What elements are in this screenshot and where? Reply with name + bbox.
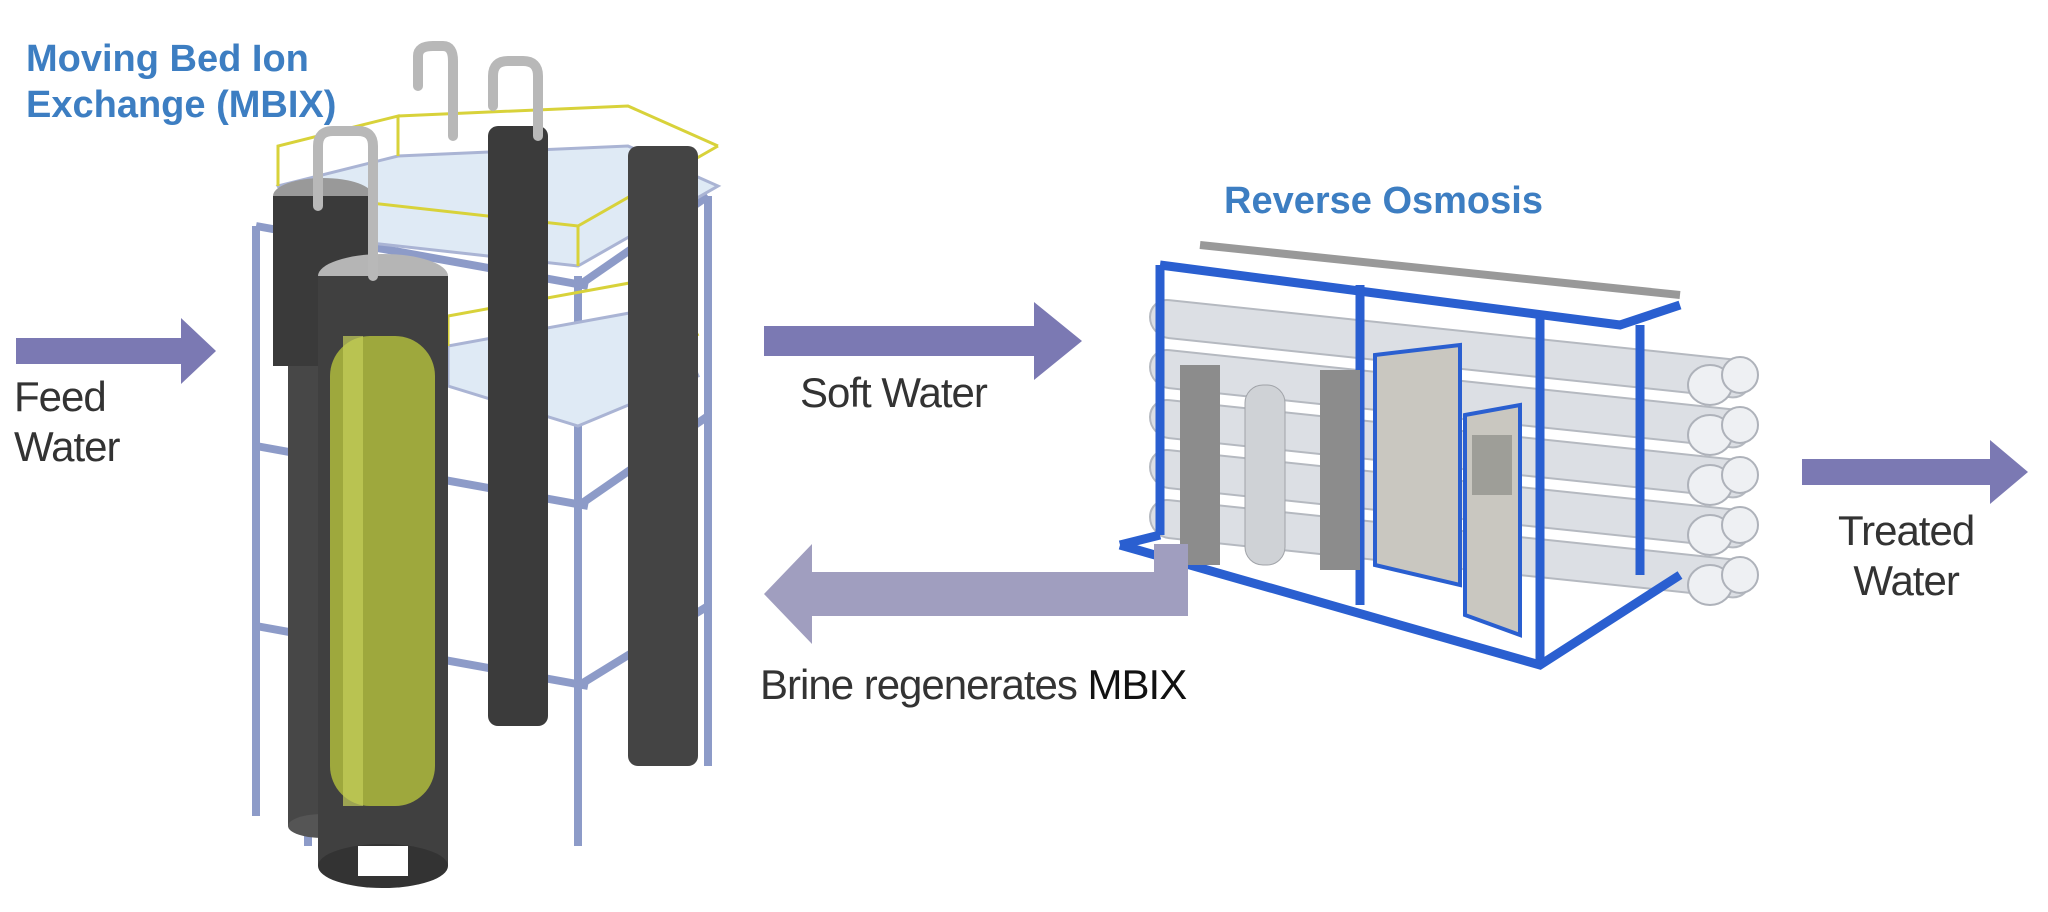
feed-label-line1: Feed [14, 373, 107, 420]
brine-return-arrow [764, 544, 1188, 644]
treated-water-arrow [1802, 440, 2028, 504]
treated-label-line2: Water [1853, 557, 1959, 604]
brine-label-mbix: MBIX [1087, 661, 1188, 708]
mbix-title: Moving Bed Ion Exchange (MBIX) [26, 36, 336, 128]
treated-label-line1: Treated [1838, 507, 1975, 554]
brine-label-text: Brine regenerates [760, 661, 1088, 708]
feed-water-label: Feed Water [14, 372, 120, 472]
feed-water-arrow [16, 318, 216, 384]
mbix-title-line2: Exchange (MBIX) [26, 84, 337, 126]
feed-label-line2: Water [14, 423, 120, 470]
mbix-title-line1: Moving Bed Ion [26, 38, 309, 80]
mbix-equipment-illustration [252, 41, 722, 888]
soft-water-arrow [764, 302, 1082, 380]
brine-label: Brine regenerates MBIX [760, 660, 1188, 710]
ro-title: Reverse Osmosis [1224, 180, 1543, 222]
ro-equipment-illustration [1118, 241, 1759, 670]
soft-water-label: Soft Water [800, 369, 988, 416]
treated-water-label: Treated Water [1838, 506, 1975, 606]
